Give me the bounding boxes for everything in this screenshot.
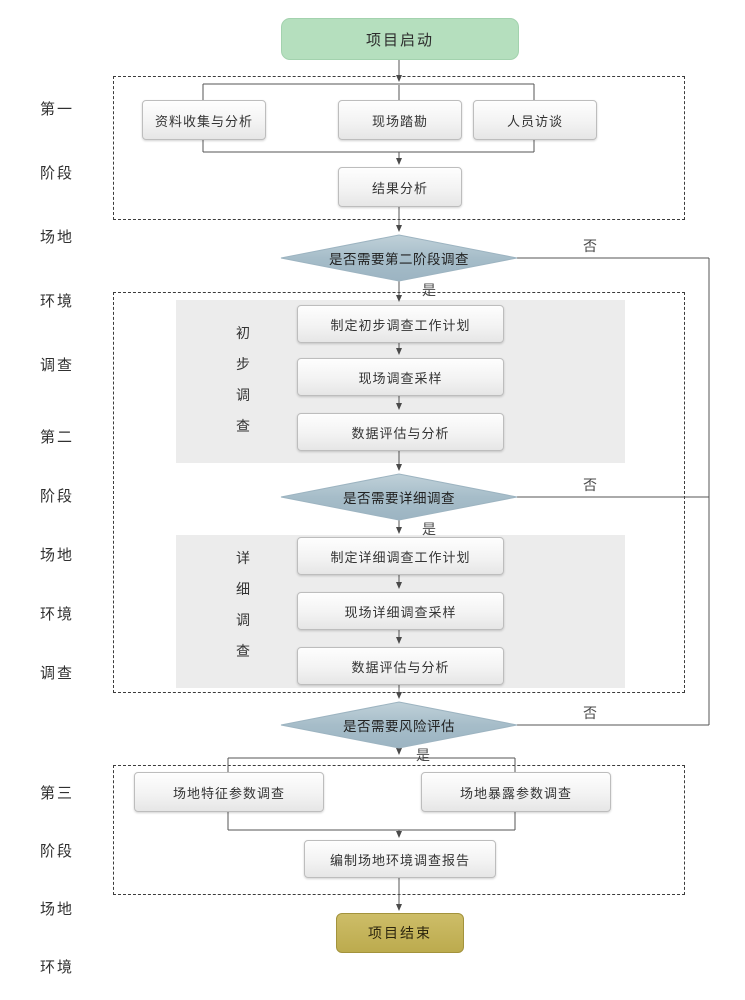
- box-data-collection: 资料收集与分析: [142, 100, 266, 140]
- phase3-side-label: 第三 阶段 场地 环境 调查: [40, 785, 75, 976]
- decision2-yes-label: 是: [422, 521, 436, 537]
- box-detailed-plan: 制定详细调查工作计划: [297, 537, 504, 575]
- decision2-diamond: [280, 473, 518, 521]
- decision-need-phase2-label: 是否需要第二阶段调查: [329, 252, 469, 267]
- box-site-sampling: 现场调查采样: [297, 358, 504, 396]
- box-site-reconnaissance: 现场踏勘: [338, 100, 462, 140]
- decision-need-detailed-label: 是否需要详细调查: [343, 491, 455, 506]
- box-site-exposure-params: 场地暴露参数调查: [421, 772, 611, 812]
- box-result-analysis: 结果分析: [338, 167, 462, 207]
- box-compile-report: 编制场地环境调查报告: [304, 840, 496, 878]
- box-personnel-interview: 人员访谈: [473, 100, 597, 140]
- box-preliminary-plan: 制定初步调查工作计划: [297, 305, 504, 343]
- detailed-group-label: 详 细 调 查: [236, 550, 250, 659]
- decision3-yes-label: 是: [416, 747, 430, 763]
- box-detailed-sampling: 现场详细调查采样: [297, 592, 504, 630]
- decision3-no-label: 否: [583, 705, 597, 721]
- decision1-yes-label: 是: [422, 282, 436, 298]
- box-data-evaluation-1: 数据评估与分析: [297, 413, 504, 451]
- phase1-side-label: 第一 阶段 场地 环境 调查: [40, 101, 75, 374]
- box-site-characteristic-params: 场地特征参数调查: [134, 772, 324, 812]
- box-data-evaluation-2: 数据评估与分析: [297, 647, 504, 685]
- decision1-no-label: 否: [583, 238, 597, 254]
- start-node: 项目启动: [281, 18, 519, 60]
- decision1-diamond: [280, 234, 518, 282]
- decision-need-risk-label: 是否需要风险评估: [343, 719, 455, 734]
- decision3-diamond: [280, 701, 518, 749]
- phase2-side-label: 第二 阶段 场地 环境 调查: [40, 428, 75, 682]
- decision2-no-label: 否: [583, 477, 597, 493]
- preliminary-group-label: 初 步 调 查: [236, 325, 250, 434]
- end-node: 项目结束: [336, 913, 464, 953]
